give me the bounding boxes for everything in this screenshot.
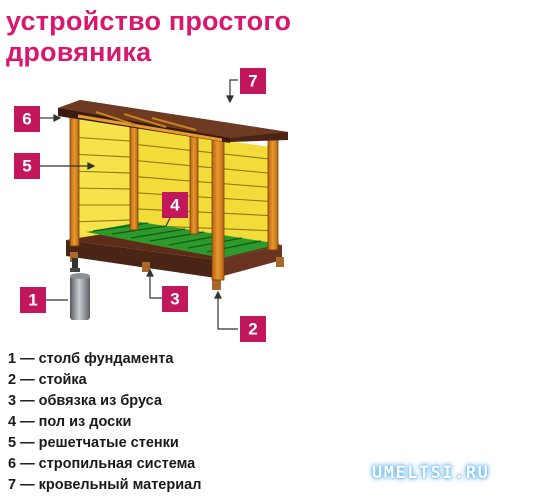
legend-item-4: 4 — пол из доски	[8, 414, 132, 430]
foundation-pillar	[70, 258, 90, 320]
callout-6-label: 6	[22, 110, 31, 129]
callout-5-label: 5	[22, 157, 31, 176]
foundation-feet	[70, 252, 284, 290]
callout-3-label: 3	[170, 290, 179, 309]
callout-7: 7	[240, 68, 266, 94]
site-watermark: UMELTSI.RU	[372, 463, 490, 483]
legend-item-5: 5 — решетчатые стенки	[8, 435, 179, 451]
callout-7-label: 7	[248, 72, 257, 91]
posts	[69, 111, 279, 281]
leader-lines	[40, 79, 238, 330]
diagram-title: устройство простого дровяника	[6, 6, 336, 68]
callout-1: 1	[20, 287, 46, 313]
callout-2: 2	[240, 316, 266, 342]
legend-item-3: 3 — обвязка из бруса	[8, 393, 162, 409]
callout-6: 6	[14, 106, 40, 132]
callout-4-label: 4	[170, 196, 180, 215]
legend: 1 — столб фундамента 2 — стойка 3 — обвя…	[8, 349, 308, 496]
side-wall-slats	[69, 118, 131, 238]
roof	[58, 100, 288, 143]
legend-item-2: 2 — стойка	[8, 372, 87, 388]
callout-4: 4	[162, 192, 188, 218]
callout-3: 3	[162, 286, 188, 312]
title-line-2: дровяника	[6, 37, 152, 67]
legend-item-1: 1 — столб фундамента	[8, 351, 174, 367]
callout-5: 5	[14, 153, 40, 179]
title-line-1: устройство простого	[6, 6, 292, 36]
legend-item-7: 7 — кровельный материал	[8, 477, 202, 493]
legend-item-6: 6 — стропильная система	[8, 456, 196, 472]
callout-2-label: 2	[248, 320, 257, 339]
callout-1-label: 1	[28, 291, 37, 310]
